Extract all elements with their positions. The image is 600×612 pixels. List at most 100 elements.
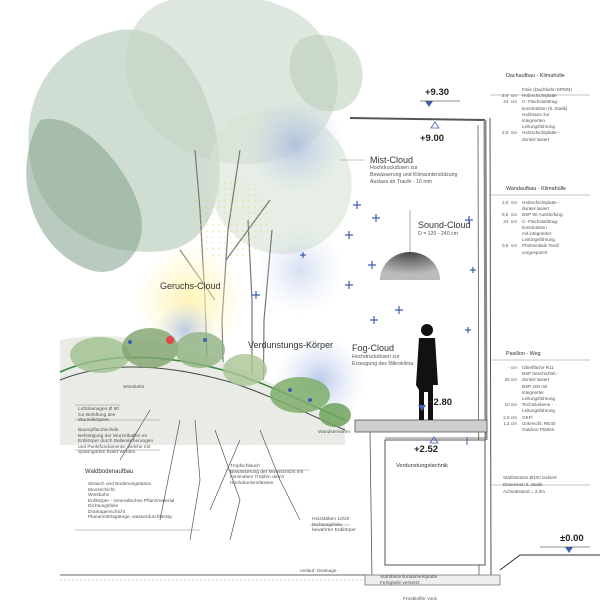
fog-cloud-line-1: Hochdruckdüsen zur bbox=[352, 354, 400, 360]
note-line: Wurzelkörpers bbox=[78, 418, 109, 424]
layer-dimension: 0,5 cm bbox=[501, 243, 517, 249]
layer-dimension: 1,2 cm bbox=[503, 420, 517, 426]
pavilion-structure bbox=[349, 117, 600, 586]
note-line: minimalem Tropfen durch bbox=[230, 475, 285, 481]
layer-row: integrierter bbox=[495, 390, 600, 396]
layer-text: OKFl bbox=[522, 414, 533, 420]
layer-dimension: 24 cm bbox=[503, 218, 517, 224]
layer-text: dunkel lasiert bbox=[522, 136, 550, 142]
layer-row: dunkel lasiert bbox=[495, 137, 600, 143]
layer-text: mit integrierter bbox=[522, 230, 552, 236]
layer-text: integrierter bbox=[522, 389, 544, 395]
layer-dimension: 2,0 cm bbox=[501, 93, 517, 99]
note-line: Moosschicht bbox=[88, 487, 115, 493]
verdunstungstechnik-label: Verdunstungstechnik bbox=[396, 463, 448, 469]
elevation-930: +9.30 bbox=[425, 87, 450, 98]
layer-text: Unterschl. RE40 bbox=[522, 420, 556, 426]
wandsensoren-note: Wandsensoren bbox=[318, 430, 351, 435]
mist-glow bbox=[245, 95, 345, 195]
layer-dimension: 24 cm bbox=[503, 99, 517, 105]
pavillon-header: Pavillon - Weg bbox=[506, 351, 541, 357]
elevation-000: ±0.00 bbox=[560, 533, 584, 544]
layer-text: konstruktion (lt. Statik) bbox=[522, 105, 568, 111]
note-line: Befestigung der Wurzelballen im bbox=[78, 433, 147, 439]
layer-text: BSP 200 mit bbox=[522, 383, 548, 389]
layer-dimension: 2,0 cm bbox=[501, 130, 517, 136]
stahlstuetzen-line-2: Dimension lt. Statik bbox=[503, 482, 543, 487]
mist-cloud-line-3: Auslass an Traufe - 10 mm bbox=[370, 179, 432, 185]
layer-row: mit integrierter bbox=[495, 231, 600, 237]
stahlstuetzen-line-1: Stahlstützen Ø100 lackiert bbox=[503, 475, 557, 480]
layer-row: 2,5 cm OKFl bbox=[495, 415, 600, 421]
layer-dimension: 2,5 cm bbox=[503, 414, 517, 420]
layer-text: Holzschichtplatte bbox=[522, 93, 557, 99]
dachaufbau-header: Dachaufbau - Klimahülle bbox=[506, 73, 565, 79]
layer-row: Leitungsführung bbox=[495, 124, 600, 130]
layer-text: vorgespannt bbox=[522, 249, 548, 255]
mist-cloud-line-1: Hochdruckdüsen zur bbox=[370, 165, 418, 171]
layer-row: integrierten bbox=[495, 118, 600, 124]
waldboden-title: Waldbodenaufbau bbox=[85, 469, 134, 475]
pollen-dots bbox=[190, 180, 270, 260]
blue-glow-mid bbox=[255, 225, 345, 315]
layer-row: dunkel lasiert bbox=[495, 206, 600, 212]
note-line: Wiesbahn bbox=[88, 493, 110, 499]
layer-text: Holzschichtplatte - bbox=[522, 200, 560, 205]
layer-row: konstruktion (lt. Statik) bbox=[495, 106, 600, 112]
note-line: und Punktfundamente, welche mit bbox=[78, 444, 151, 450]
layer-text: Oberfläche R11 bbox=[522, 365, 554, 370]
ground-section bbox=[59, 336, 380, 581]
layer-dimension: 20 cm bbox=[504, 377, 517, 383]
layer-text: integrierten bbox=[522, 117, 545, 123]
note-line: Tropfschlauch bbox=[230, 464, 260, 469]
sound-cloud-dome bbox=[380, 210, 440, 280]
layer-row: Hohlraum zur bbox=[495, 112, 600, 118]
layer-text: Holzschichtplatte - bbox=[522, 130, 560, 136]
elevation-markers bbox=[418, 100, 590, 553]
layer-text: Technikebene - bbox=[522, 402, 554, 408]
wandaufbau-header: Wandaufbau - Klimahülle bbox=[506, 186, 567, 192]
note-line: Baumpflanztechnik bbox=[78, 428, 119, 433]
layer-dimension: 2,0 cm bbox=[501, 200, 517, 205]
note-line: Hochdruckentlüssen bbox=[230, 480, 274, 486]
layer-row: Leitungsführung bbox=[495, 396, 600, 402]
layer-row: BSP beschichtet - bbox=[495, 371, 600, 377]
layer-row: vorgespannt bbox=[495, 250, 600, 256]
note-line: Dichtungsfolie bbox=[312, 522, 343, 528]
layer-text: BSP 90 Aussteifung bbox=[522, 212, 563, 218]
layer-dimension: 9,0 cm bbox=[501, 212, 517, 218]
fog-cloud-title: Fog-Cloud bbox=[352, 343, 395, 353]
note-line: Fertigteile versetzt bbox=[380, 580, 420, 586]
layer-text: Leitungsführung bbox=[522, 408, 555, 414]
note-line: Strauch und Bodenvegetation bbox=[88, 482, 152, 487]
layer-text: Leitungsführung bbox=[522, 124, 555, 130]
layer-text: BSP beschichtet - bbox=[522, 371, 559, 377]
fog-cloud-line-2: Erzeugung des Mikroklima bbox=[352, 361, 414, 367]
mist-cloud-line-2: Bewässerung und Klimaunterstützung bbox=[370, 172, 458, 178]
layer-row: konstruktion bbox=[495, 225, 600, 231]
layer-text: Leitungsführung bbox=[522, 237, 555, 243]
note-line: Spanngurten fixiert werden bbox=[78, 450, 136, 456]
layer-text: dunkel lasiert bbox=[522, 206, 550, 212]
layer-row: Leitungsführung bbox=[495, 237, 600, 243]
layer-text: Leitungsführung bbox=[522, 395, 555, 401]
note-line: Dichtungsfolie bbox=[88, 504, 119, 510]
frostkoffer-note: Frostkoffer verd. bbox=[403, 597, 438, 602]
wiesbahn-note: Wiesbahn bbox=[123, 385, 145, 390]
note-line: Erdkörper - mineralisches Pflanzmaterial bbox=[88, 498, 175, 504]
layer-row: 9,0 cm BSP 90 Aussteifung bbox=[495, 212, 600, 218]
layer-text: Folie (Dachbahn EPDM) bbox=[522, 87, 572, 92]
elevation-280: +2.80 bbox=[428, 397, 453, 408]
